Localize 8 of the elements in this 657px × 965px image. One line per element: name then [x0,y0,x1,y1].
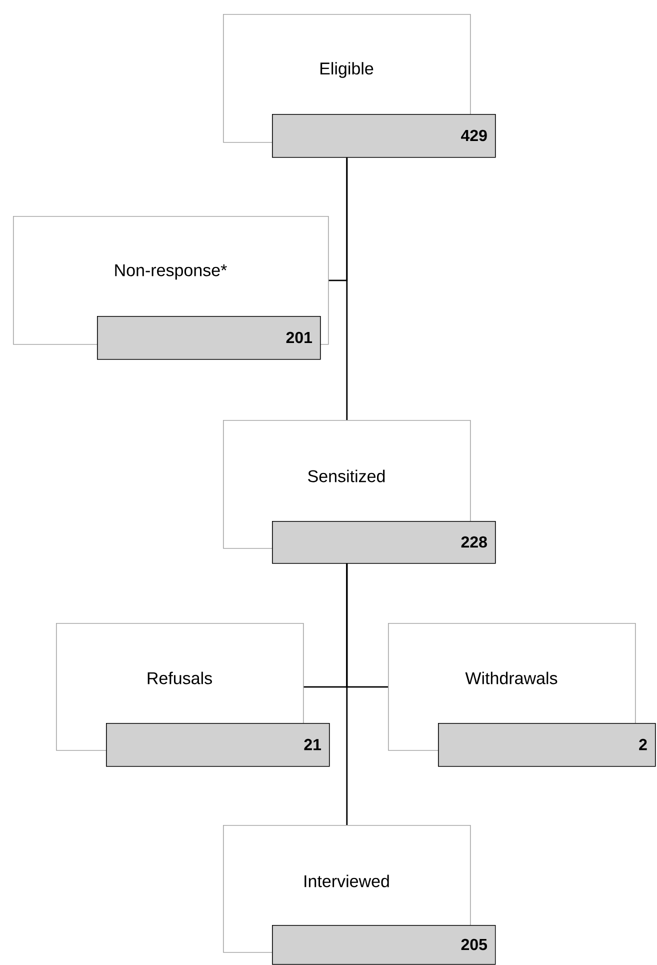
count-bar: 205 [272,925,496,965]
count-bar: 429 [272,114,496,158]
count-bar: 228 [272,521,496,564]
count-bar: 2 [438,723,656,767]
count-bar: 21 [106,723,330,767]
count-bar: 201 [97,316,321,360]
connector-line [328,158,348,282]
connector-line [346,564,388,688]
